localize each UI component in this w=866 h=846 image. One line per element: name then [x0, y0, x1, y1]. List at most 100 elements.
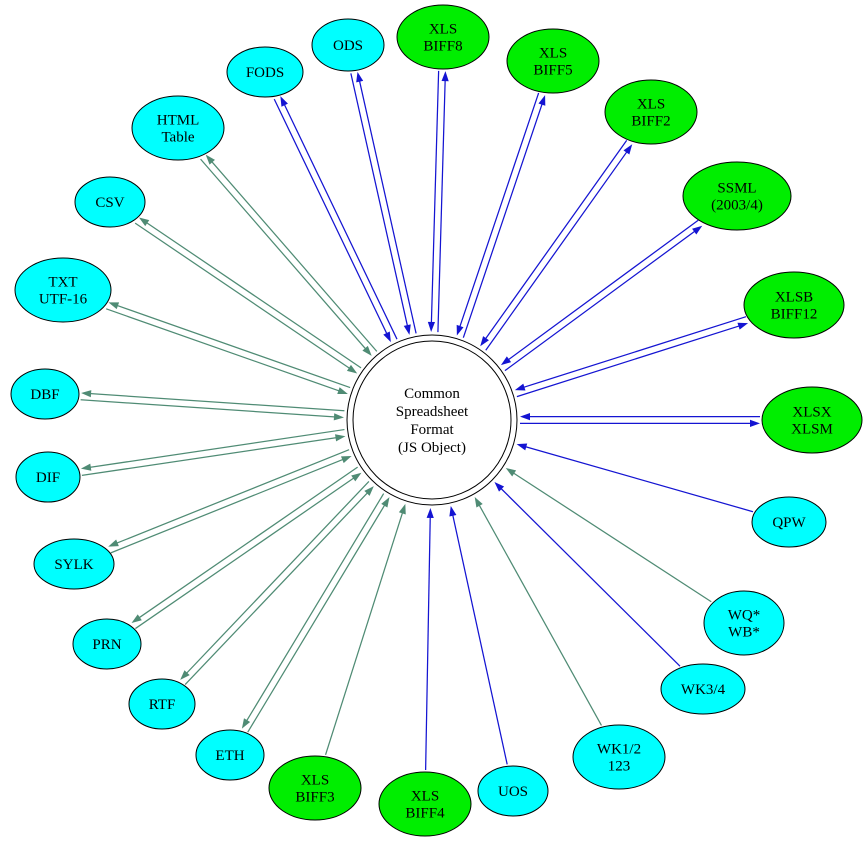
edge-line-read [478, 503, 603, 726]
edge-xls-biff2 [480, 139, 633, 351]
arrowhead-icon [456, 324, 464, 336]
node-label: SSML(2003/4) [711, 181, 763, 214]
edge-line-read [522, 316, 747, 389]
edge-txt-utf16 [105, 302, 351, 395]
arrowhead-icon [341, 455, 352, 464]
arrowhead-icon [474, 496, 483, 508]
arrowhead-icon [737, 322, 749, 330]
arrowhead-icon [108, 539, 119, 547]
node-ssml: SSML(2003/4) [682, 161, 792, 231]
arrowhead-icon [364, 486, 374, 496]
edge-xls-biff3 [324, 503, 406, 756]
arrowhead-icon [205, 154, 215, 165]
edge-csv [134, 217, 362, 374]
node-ellipse [10, 368, 80, 420]
arrowhead-icon [494, 481, 505, 492]
edge-line-write [462, 102, 544, 338]
node-label: ETH [215, 748, 244, 764]
edge-line-read [184, 491, 369, 686]
edge-line-write [516, 324, 741, 398]
node-label: WQ*WB* [728, 608, 761, 641]
edge-line-read [424, 515, 431, 771]
node-ellipse [378, 771, 472, 837]
node-ellipse [128, 678, 196, 730]
edge-html-table [200, 154, 378, 356]
edge-rtf [180, 481, 374, 686]
node-ellipse [572, 724, 666, 790]
edge-line-read [200, 158, 367, 351]
edge-dbf [80, 390, 345, 421]
edge-line-write [437, 79, 446, 333]
edge-xls-biff5 [456, 92, 546, 338]
node-label: UOS [498, 784, 528, 800]
node-label: WK3/4 [681, 682, 726, 698]
node-dbf: DBF [10, 368, 80, 420]
arrowhead-icon [356, 71, 364, 83]
node-ellipse [761, 386, 863, 454]
edge-line-read [135, 476, 356, 630]
edge-eth [241, 493, 390, 733]
center-inner-circle [352, 340, 512, 500]
arrowhead-icon [80, 463, 92, 471]
edge-xlsb [514, 316, 749, 398]
node-ellipse [195, 729, 265, 781]
edge-line-read [350, 73, 409, 328]
node-ellipse [74, 176, 146, 228]
edge-dif [80, 428, 346, 477]
node-ellipse [131, 95, 225, 161]
edge-line-write [358, 79, 417, 334]
edge-sylk [108, 449, 352, 554]
edge-line-read [451, 513, 508, 765]
arrowhead-icon [335, 434, 346, 442]
node-label: RTF [149, 697, 176, 713]
node-ellipse [72, 618, 142, 670]
node-ellipse [703, 590, 785, 656]
node-csv: CSV [74, 176, 146, 228]
arrowhead-icon [131, 614, 142, 623]
arrowhead-icon [108, 302, 120, 310]
node-label: DIF [36, 470, 60, 486]
edge-line-write [88, 428, 345, 469]
edge-line-write [504, 229, 697, 372]
node-dif: DIF [15, 451, 81, 503]
edge-ssml [500, 219, 703, 372]
arrowhead-icon [623, 144, 633, 155]
node-fods: FODS [226, 46, 304, 98]
node-ellipse [33, 538, 115, 590]
edge-xls-biff8 [427, 70, 449, 333]
edge-line-read [430, 70, 440, 324]
edge-ods [350, 71, 417, 335]
edge-prn [131, 466, 362, 630]
arrowhead-icon [81, 390, 92, 398]
arrowhead-icon [383, 331, 391, 343]
arrowhead-icon [426, 507, 434, 519]
arrowhead-icon [138, 217, 150, 227]
edge-line-write [137, 466, 358, 619]
node-ellipse [682, 161, 792, 231]
node-ellipse [506, 28, 600, 94]
arrowhead-icon [362, 345, 372, 356]
edge-line-write [145, 221, 362, 369]
node-wk34: WK3/4 [660, 663, 746, 715]
arrowhead-icon [505, 467, 517, 477]
node-ellipse [660, 663, 746, 715]
arrowhead-icon [500, 356, 512, 366]
arrowhead-icon [514, 383, 526, 391]
arrowhead-icon [516, 443, 528, 451]
node-label: PRN [92, 637, 121, 653]
node-prn: PRN [72, 618, 142, 670]
edge-xls-biff4 [424, 507, 434, 771]
edge-line-write [115, 304, 351, 389]
arrowhead-icon [520, 413, 530, 421]
